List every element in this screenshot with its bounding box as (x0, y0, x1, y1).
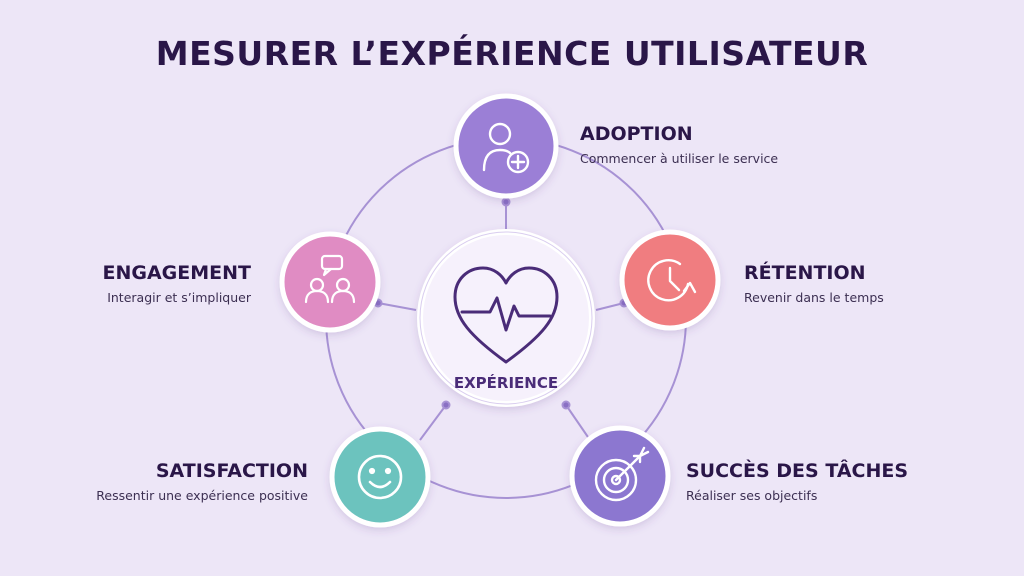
retention-title: RÉTENTION (744, 262, 866, 284)
node-adoption (453, 93, 559, 199)
label-engagement: ENGAGEMENT Interagir et s’impliquer (102, 262, 251, 305)
page-title: MESURER L’EXPÉRIENCE UTILISATEUR (155, 34, 869, 73)
engagement-subtitle: Interagir et s’impliquer (107, 290, 251, 305)
succes-subtitle: Réaliser ses objectifs (686, 488, 818, 503)
chat-users-icon (304, 254, 356, 304)
adoption-title: ADOPTION (580, 123, 693, 145)
center-label: EXPÉRIENCE (454, 373, 558, 392)
spokes (373, 197, 629, 441)
label-retention: RÉTENTION Revenir dans le temps (744, 262, 884, 305)
retention-subtitle: Revenir dans le temps (744, 290, 884, 305)
center-node: EXPÉRIENCE (417, 229, 595, 407)
engagement-title: ENGAGEMENT (102, 262, 251, 284)
label-adoption: ADOPTION Commencer à utiliser le service (580, 123, 778, 166)
label-satisfaction: SATISFACTION Ressentir une expérience po… (96, 460, 308, 503)
node-engagement (279, 231, 381, 333)
adoption-subtitle: Commencer à utiliser le service (580, 151, 779, 166)
heart-pulse-icon (453, 266, 559, 364)
clock-refresh-icon (647, 259, 697, 302)
user-add-icon (482, 122, 530, 174)
smiley-icon (357, 454, 403, 500)
satisfaction-title: SATISFACTION (155, 460, 308, 482)
target-arrow-icon (594, 446, 650, 502)
node-succes (569, 425, 671, 527)
label-succes: SUCCÈS DES TÂCHES Réaliser ses objectifs (686, 460, 908, 503)
satisfaction-subtitle: Ressentir une expérience positive (96, 488, 308, 503)
node-retention (619, 229, 721, 331)
node-satisfaction (329, 426, 431, 528)
succes-title: SUCCÈS DES TÂCHES (686, 460, 909, 482)
